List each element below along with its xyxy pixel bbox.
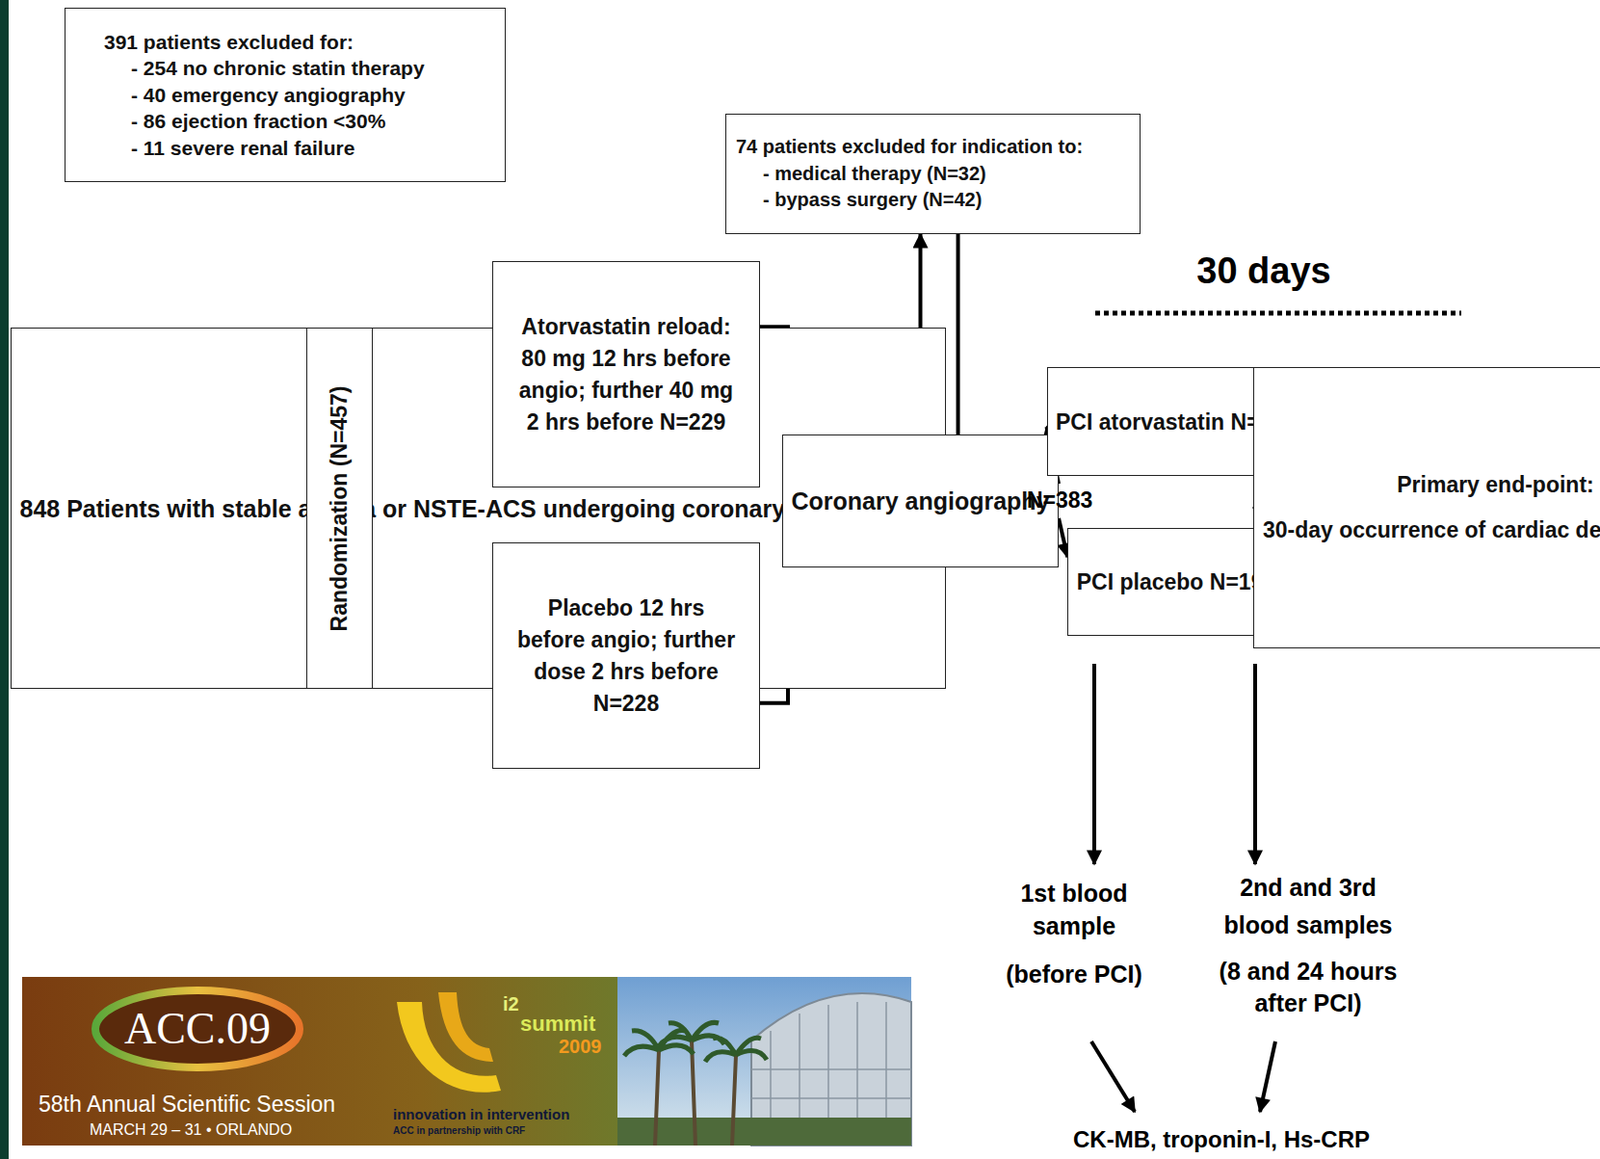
box-heading: 391 patients excluded for: <box>104 28 425 56</box>
logo-text: ACC.09 <box>101 1002 294 1055</box>
banner-tagline: innovation in intervention <box>393 1105 570 1124</box>
list-item: - medical therapy (N=32) <box>762 160 1083 188</box>
sample-arrow <box>1092 663 1097 865</box>
box-content: Placebo 12 hrs before angio; further dos… <box>514 592 738 720</box>
logo-swoosh <box>438 992 494 1062</box>
palm-fronds <box>624 1022 767 1062</box>
sample-arrow <box>1091 1041 1135 1112</box>
connector-arrow <box>1058 518 1068 557</box>
treatment-arm-box: Atorvastatin reload: 80 mg 12 hrs before… <box>492 261 761 488</box>
pci-group-box: PCI placebo N=191 <box>1067 527 1285 636</box>
box-content: 391 patients excluded for:- 254 no chron… <box>104 28 425 162</box>
exclusion-box: 391 patients excluded for:- 254 no chron… <box>64 7 506 183</box>
process-box: Coronary angiography <box>782 434 1059 568</box>
list-item: - 86 ejection fraction <30% <box>131 107 425 135</box>
sample-label: 1st blood sample <box>996 876 1152 943</box>
sample-label: 2nd and 3rd blood samples <box>1205 868 1413 945</box>
biomarker-list: CK-MB, troponin-I, Hs-CRP <box>1009 1125 1434 1155</box>
banner-tagline: ACC in partnership with CRF <box>393 1125 525 1137</box>
box-text: Randomization (N=457) <box>326 385 354 631</box>
timeline-label: 30 days <box>1148 248 1380 293</box>
banner-text: 58th Annual Scientific Session <box>38 1090 336 1118</box>
box-content: 74 patients excluded for indication to:-… <box>735 133 1083 214</box>
box-text: Placebo 12 hrs before angio; further dos… <box>514 592 738 720</box>
banner-photo-sky <box>617 976 912 1146</box>
logo-text: 2009 <box>558 1034 603 1058</box>
exclusion-box: 74 patients excluded for indication to:-… <box>725 113 1141 235</box>
conference-banner <box>22 976 912 1146</box>
box-content: PCI placebo N=191 <box>1076 567 1276 597</box>
slide-frame <box>0 0 9 1159</box>
endpoint-box: Primary end-point: 30-day occurrence of c… <box>1253 367 1600 649</box>
box-heading: 74 patients excluded for indication to: <box>735 133 1083 161</box>
box-content: Randomization (N=457) <box>326 385 354 631</box>
sample-timing: (before PCI) <box>972 957 1176 991</box>
box-text: Coronary angiography <box>790 485 1050 518</box>
palm-trunk <box>655 1040 736 1146</box>
timeline-dotted-line <box>1095 311 1462 316</box>
box-text: Atorvastatin reload: 80 mg 12 hrs before… <box>514 311 738 439</box>
flow-count: N=383 <box>1026 486 1093 514</box>
list-item: - 11 severe renal failure <box>131 134 425 162</box>
sample-arrow <box>1259 1041 1276 1112</box>
box-content: Coronary angiography <box>790 485 1050 518</box>
banner-date: MARCH 29 – 31 • ORLANDO <box>89 1120 292 1140</box>
banner-ground-strip <box>617 1117 912 1146</box>
randomization-box: Randomization (N=457) <box>306 327 373 689</box>
treatment-arm-box: Placebo 12 hrs before angio; further dos… <box>492 542 761 769</box>
box-body: 30-day occurrence of cardiac death, MI, … <box>1262 514 1600 547</box>
list-item: - bypass surgery (N=42) <box>762 186 1083 214</box>
box-heading: Primary end-point: <box>1262 469 1600 501</box>
logo-text: i2 <box>502 992 520 1016</box>
sample-arrow <box>1253 663 1258 865</box>
sample-timing: (8 and 24 hours after PCI) <box>1195 955 1422 1020</box>
banner-ground <box>22 976 912 1146</box>
logo-ring <box>95 990 300 1068</box>
list-item: - 40 emergency angiography <box>131 81 425 109</box>
box-content: Primary end-point: 30-day occurrence of c… <box>1262 469 1600 547</box>
box-text: PCI placebo N=191 <box>1076 567 1276 597</box>
logo-text: summit <box>520 1011 596 1037</box>
box-content: Atorvastatin reload: 80 mg 12 hrs before… <box>514 311 738 439</box>
list-item: - 254 no chronic statin therapy <box>131 54 425 82</box>
